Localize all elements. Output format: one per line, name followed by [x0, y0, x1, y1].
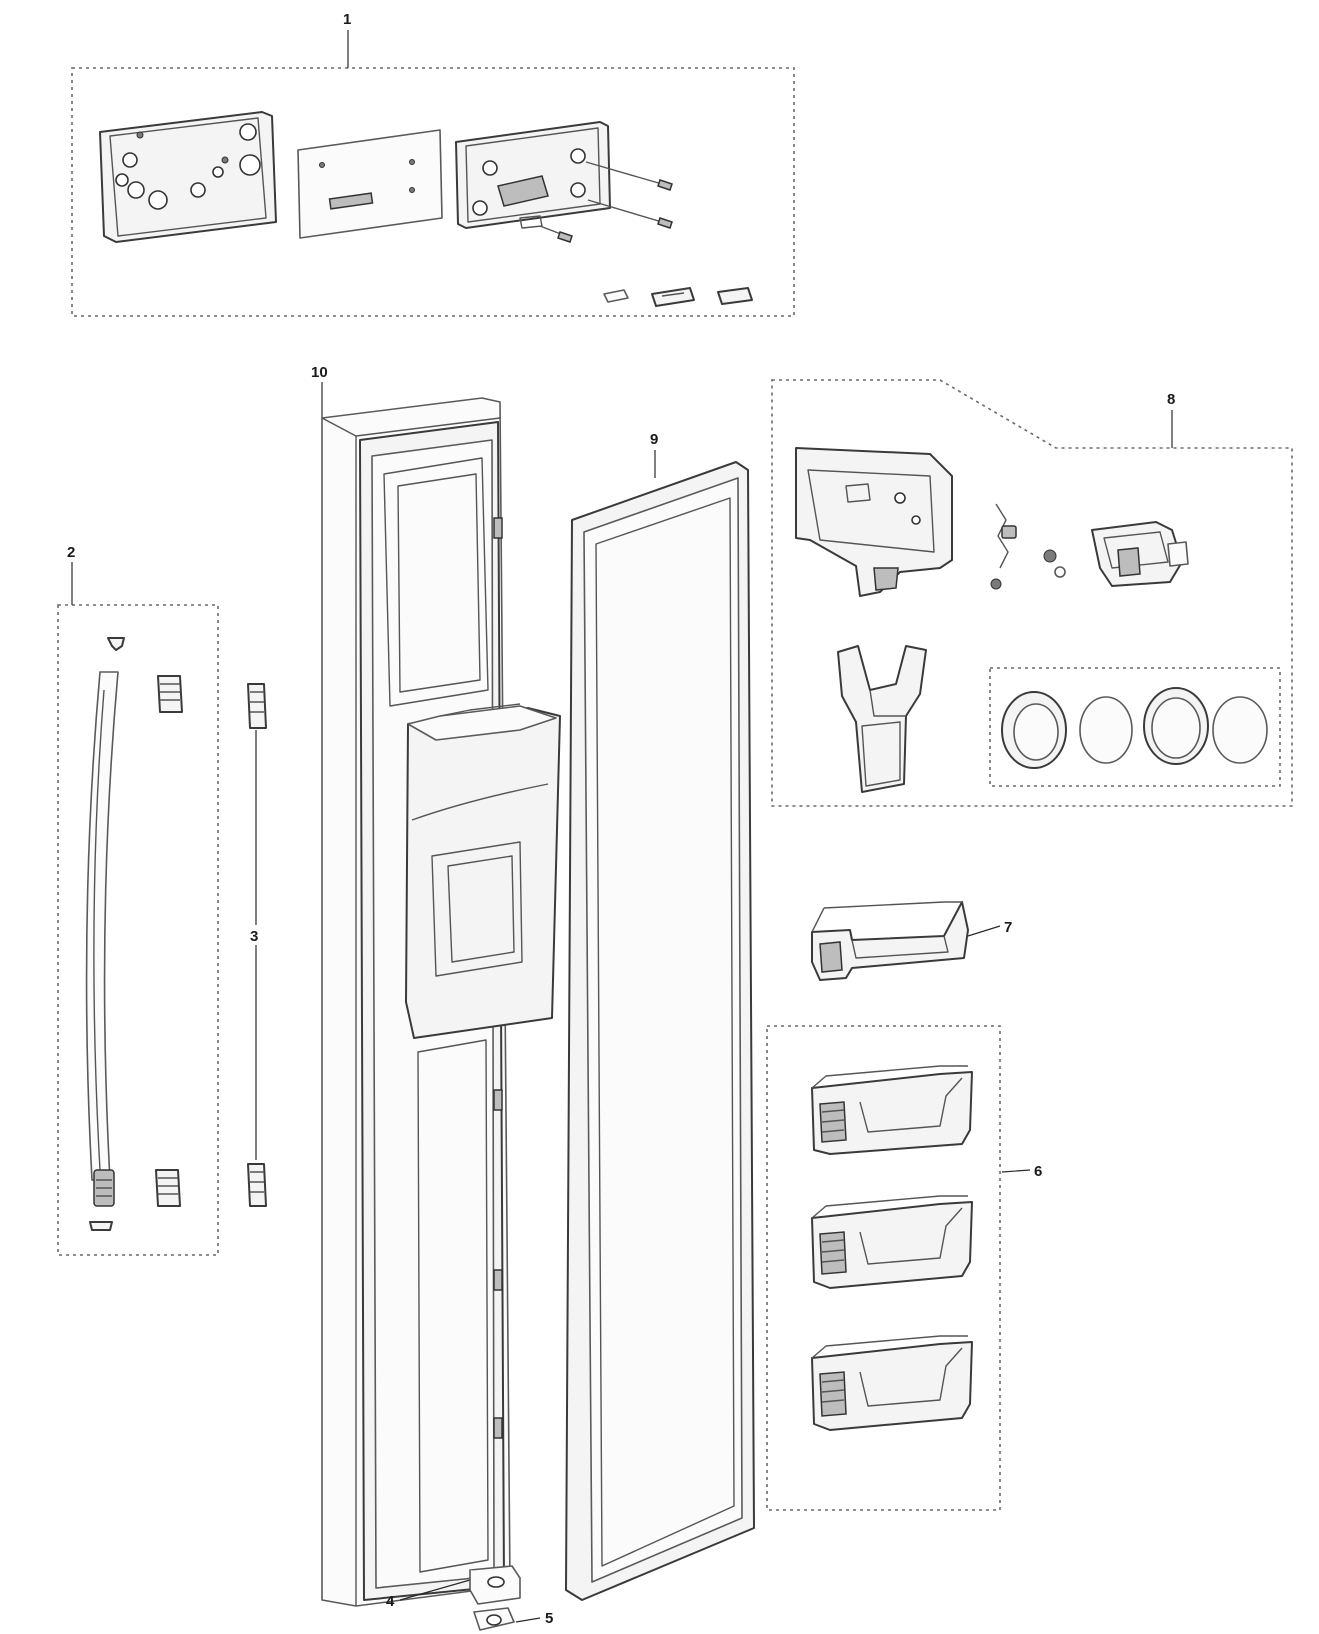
panel-screws: [539, 161, 673, 243]
panel-front-frame: [455, 121, 611, 229]
handle-bar: [85, 637, 125, 1231]
chute-actuator-bracket: [1091, 521, 1189, 587]
door-bin-1: [811, 1065, 973, 1155]
panel-cover-plate: [297, 129, 443, 239]
part-7-door-bin: 7: [811, 901, 1012, 981]
part-3-handle-screws: 3: [247, 683, 267, 1207]
door-bin-2: [811, 1195, 973, 1289]
part-group-6-door-bins: 6: [766, 1025, 1042, 1511]
dispenser-lever-cradle: [837, 645, 927, 793]
callout-9: 9: [650, 431, 658, 448]
part-5-hinge-bushing: 5: [473, 1607, 553, 1631]
callout-3: 3: [250, 928, 258, 945]
callout-6: 6: [1034, 1163, 1042, 1180]
callout-2: 2: [67, 544, 75, 561]
door-bin-3: [811, 1335, 973, 1431]
handle-end-caps: [155, 675, 183, 1207]
group-1-dashed-box: [71, 67, 795, 317]
group-8-seals-dashed-box: [989, 667, 1281, 787]
part-9-door-gasket: 9: [565, 431, 755, 1601]
panel-rear-housing: [99, 111, 277, 243]
chute-spring-and-fasteners: [990, 503, 1066, 590]
callout-1: 1: [343, 11, 351, 28]
ice-chute-housing: [795, 447, 953, 597]
part-group-8-ice-chute: 8: [771, 379, 1293, 807]
callout-4: 4: [386, 1593, 395, 1610]
callout-5: 5: [545, 1610, 553, 1627]
group-8-dashed-box: [771, 379, 1293, 807]
part-10-door-assembly: 10: [311, 364, 561, 1607]
group-2-dashed-box: [57, 604, 219, 1256]
callout-7: 7: [1004, 919, 1012, 936]
door-dispenser-housing: [405, 703, 561, 1039]
part-4-hinge-cap: 4: [386, 1565, 521, 1610]
callout-8: 8: [1167, 391, 1175, 408]
group-6-dashed-box: [766, 1025, 1001, 1511]
part-group-1-dispenser-panel: 1: [71, 11, 795, 317]
part-group-2-door-handle: 2: [57, 544, 219, 1256]
chute-seals: [1001, 687, 1268, 769]
panel-clips: [603, 287, 753, 307]
callout-10: 10: [311, 364, 328, 381]
